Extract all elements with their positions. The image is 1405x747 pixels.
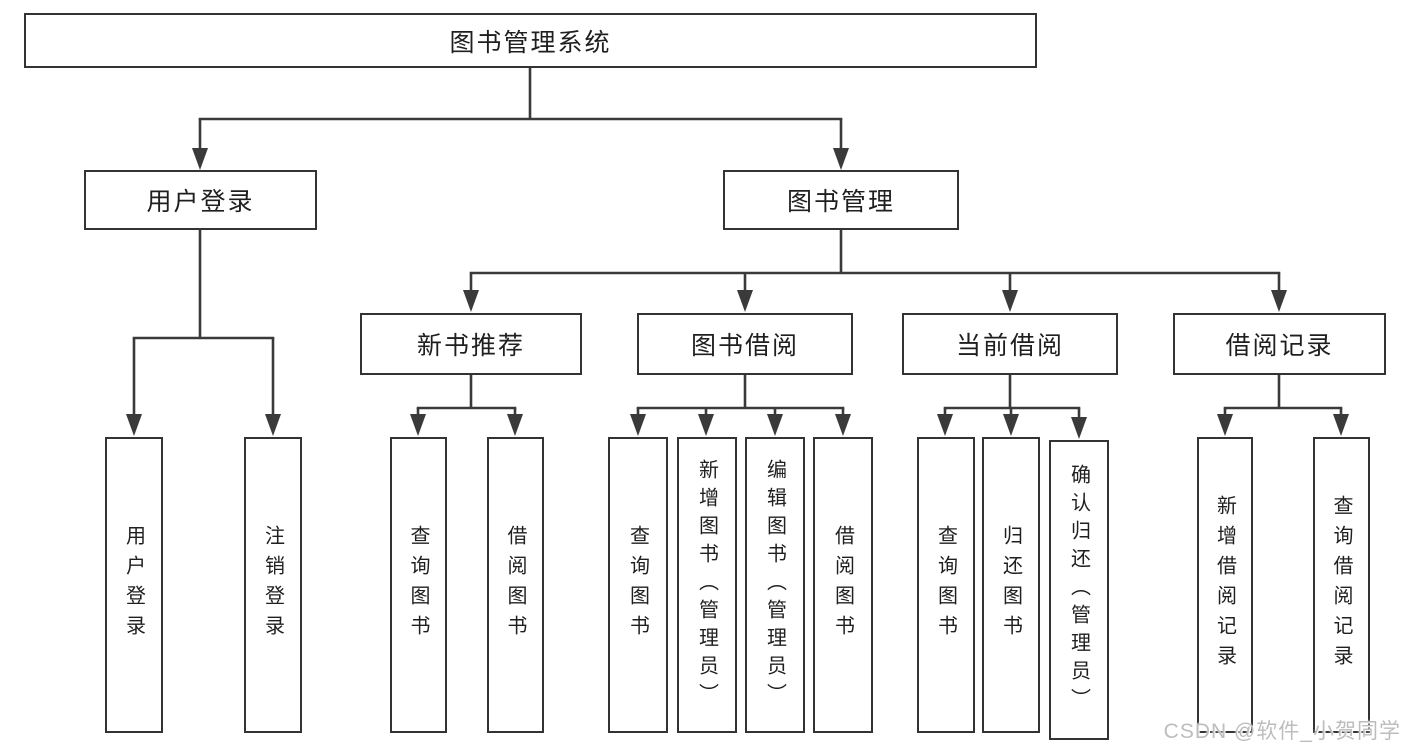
leaf-query-books-borrow: 查询图书 bbox=[608, 437, 668, 733]
leaf-logout-login: 注销登录 bbox=[244, 437, 302, 733]
node-current-borrow-label: 当前借阅 bbox=[955, 332, 1064, 360]
leaf-query-books-recommend-label: 查询图书 bbox=[407, 525, 429, 645]
csdn-watermark: CSDN @软件_小贺同学 bbox=[1163, 720, 1401, 743]
leaf-add-books-admin-label: 新增图书（管理员） bbox=[695, 459, 718, 711]
leaf-borrow-books-recommend: 借阅图书 bbox=[487, 437, 544, 733]
leaf-return-books-label: 归还图书 bbox=[999, 525, 1022, 645]
node-library-system-label: 图书管理系统 bbox=[449, 28, 612, 57]
leaf-query-borrow-record: 查询借阅记录 bbox=[1313, 437, 1370, 733]
leaf-add-borrow-record-label: 新增借阅记录 bbox=[1213, 495, 1236, 675]
leaf-user-login-label: 用户登录 bbox=[122, 525, 145, 645]
leaf-edit-books-admin: 编辑图书（管理员） bbox=[745, 437, 805, 733]
node-new-book-recommend-label: 新书推荐 bbox=[416, 332, 525, 360]
edge-book-borrow-to-leaves bbox=[630, 375, 851, 436]
edge-book-management-to-level3 bbox=[463, 230, 1287, 312]
edge-current-borrow-to-leaves bbox=[937, 375, 1087, 439]
node-book-borrow: 图书借阅 bbox=[637, 313, 853, 375]
edge-borrow-records-to-leaves bbox=[1217, 375, 1349, 436]
node-book-management-label: 图书管理 bbox=[786, 188, 895, 216]
leaf-add-borrow-record: 新增借阅记录 bbox=[1197, 437, 1253, 733]
node-new-book-recommend: 新书推荐 bbox=[360, 313, 582, 375]
node-borrow-records-label: 借阅记录 bbox=[1225, 332, 1334, 360]
leaf-confirm-return-admin: 确认归还（管理员） bbox=[1049, 440, 1109, 740]
leaf-query-borrow-record-label: 查询借阅记录 bbox=[1330, 495, 1352, 675]
edge-root-to-level2 bbox=[192, 68, 849, 170]
node-user-login: 用户登录 bbox=[84, 170, 317, 230]
node-library-system: 图书管理系统 bbox=[24, 13, 1037, 68]
leaf-user-login: 用户登录 bbox=[105, 437, 163, 733]
node-book-borrow-label: 图书借阅 bbox=[690, 332, 799, 360]
leaf-query-books-current-label: 查询图书 bbox=[934, 525, 957, 645]
node-borrow-records: 借阅记录 bbox=[1173, 313, 1386, 375]
node-book-management: 图书管理 bbox=[723, 170, 959, 230]
leaf-query-books-current: 查询图书 bbox=[917, 437, 975, 733]
edge-user-login-to-leaves bbox=[126, 230, 281, 436]
leaf-query-books-recommend: 查询图书 bbox=[390, 437, 447, 733]
edge-new-book-recommend-to-leaves bbox=[410, 375, 523, 436]
node-current-borrow: 当前借阅 bbox=[902, 313, 1118, 375]
leaf-borrow-books: 借阅图书 bbox=[813, 437, 873, 733]
node-user-login-label: 用户登录 bbox=[146, 188, 255, 216]
leaf-add-books-admin: 新增图书（管理员） bbox=[677, 437, 737, 733]
leaf-borrow-books-label: 借阅图书 bbox=[831, 525, 854, 645]
leaf-confirm-return-admin-label: 确认归还（管理员） bbox=[1067, 464, 1090, 716]
leaf-logout-login-label: 注销登录 bbox=[261, 525, 284, 645]
leaf-borrow-books-recommend-label: 借阅图书 bbox=[504, 525, 526, 645]
leaf-return-books: 归还图书 bbox=[982, 437, 1040, 733]
leaf-query-books-borrow-label: 查询图书 bbox=[626, 525, 649, 645]
leaf-edit-books-admin-label: 编辑图书（管理员） bbox=[763, 459, 786, 711]
